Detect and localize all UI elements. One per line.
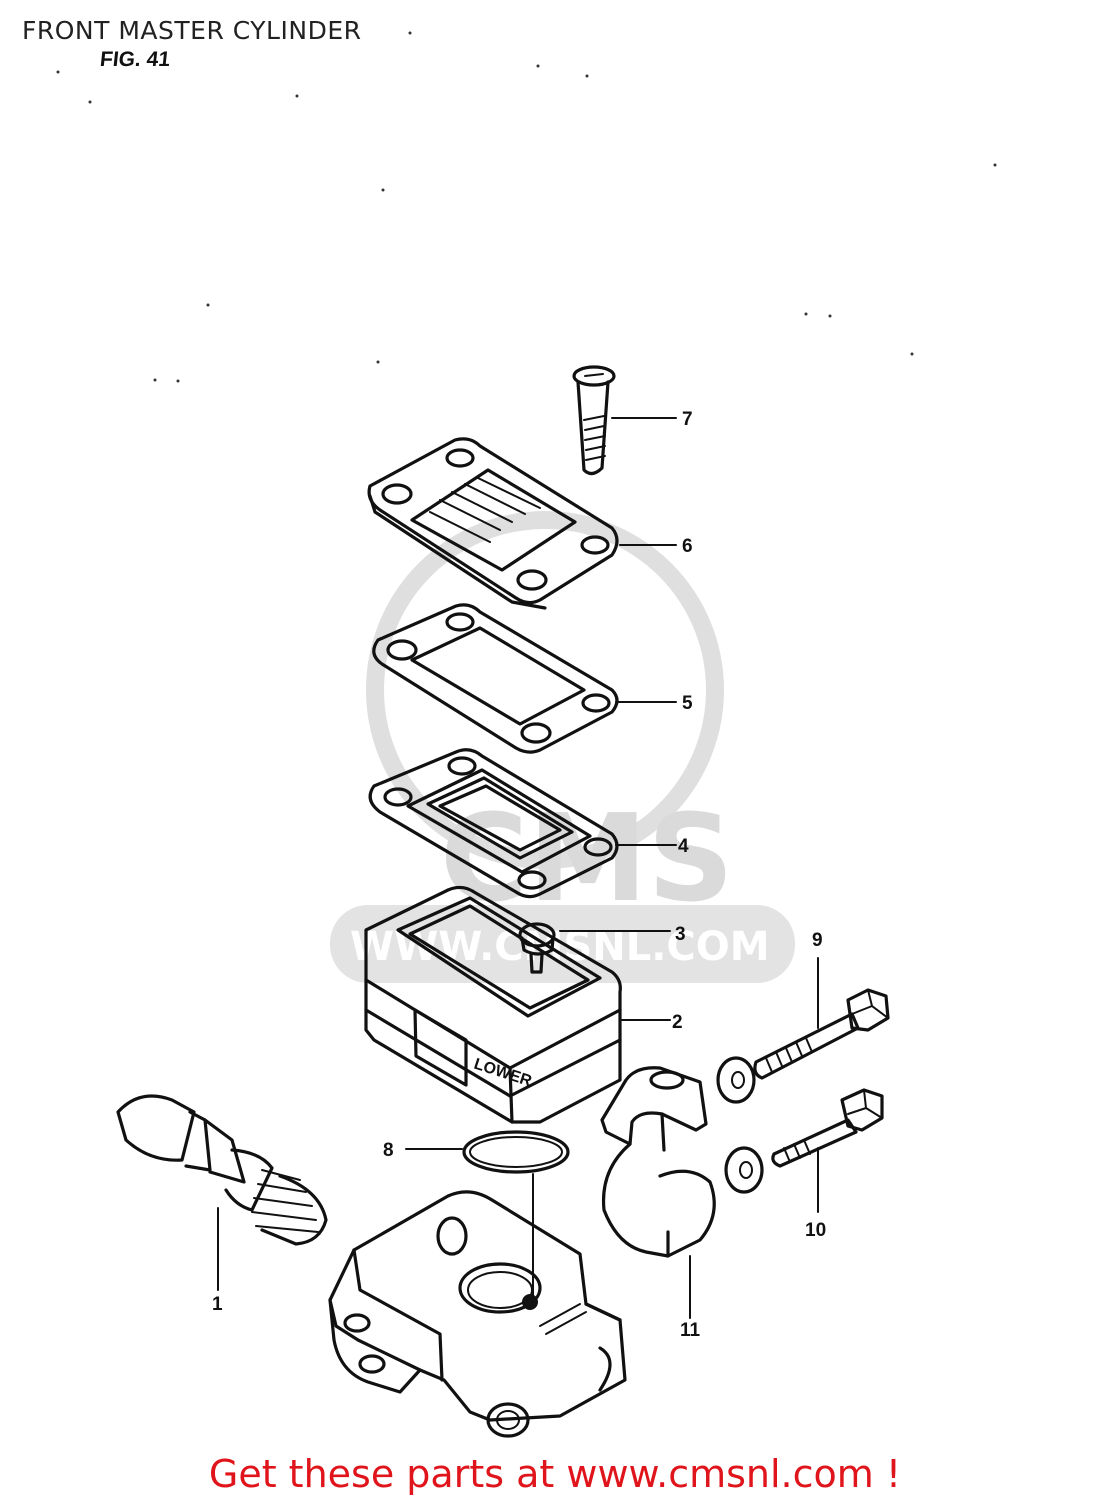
callout-2: 2 bbox=[672, 1012, 683, 1033]
callout-9: 9 bbox=[812, 930, 823, 951]
scan-speckles bbox=[56, 31, 997, 383]
footer-link[interactable]: Get these parts at www.cmsnl.com ! bbox=[208, 1452, 902, 1496]
part-7-screw bbox=[572, 365, 616, 476]
part-5-plate bbox=[372, 603, 619, 754]
callout-4: 4 bbox=[678, 836, 689, 857]
callout-3: 3 bbox=[675, 924, 686, 945]
page-title: FRONT MASTER CYLINDER bbox=[22, 16, 362, 45]
part-10-bolt bbox=[771, 1088, 884, 1168]
callout-8: 8 bbox=[383, 1140, 394, 1161]
part-9-bolt bbox=[753, 988, 890, 1080]
leader-lines bbox=[217, 417, 819, 1319]
callout-5: 5 bbox=[682, 693, 693, 714]
part-1-piston bbox=[116, 1094, 328, 1246]
part-9-washer bbox=[716, 1056, 756, 1104]
part-4-diaphragm bbox=[368, 748, 619, 899]
part-8-oring bbox=[462, 1130, 570, 1174]
part-6-cap bbox=[367, 437, 619, 610]
part-10-washer bbox=[724, 1146, 764, 1194]
callout-10: 10 bbox=[805, 1220, 826, 1241]
callout-7: 7 bbox=[682, 409, 693, 430]
part-11-clamp bbox=[600, 1066, 716, 1258]
cylinder-body bbox=[328, 1190, 627, 1438]
figure-number: FIG. 41 bbox=[98, 48, 172, 71]
callout-11: 11 bbox=[680, 1320, 701, 1341]
callout-6: 6 bbox=[682, 536, 693, 557]
callout-1: 1 bbox=[212, 1294, 223, 1315]
part-3-screw bbox=[518, 922, 556, 974]
